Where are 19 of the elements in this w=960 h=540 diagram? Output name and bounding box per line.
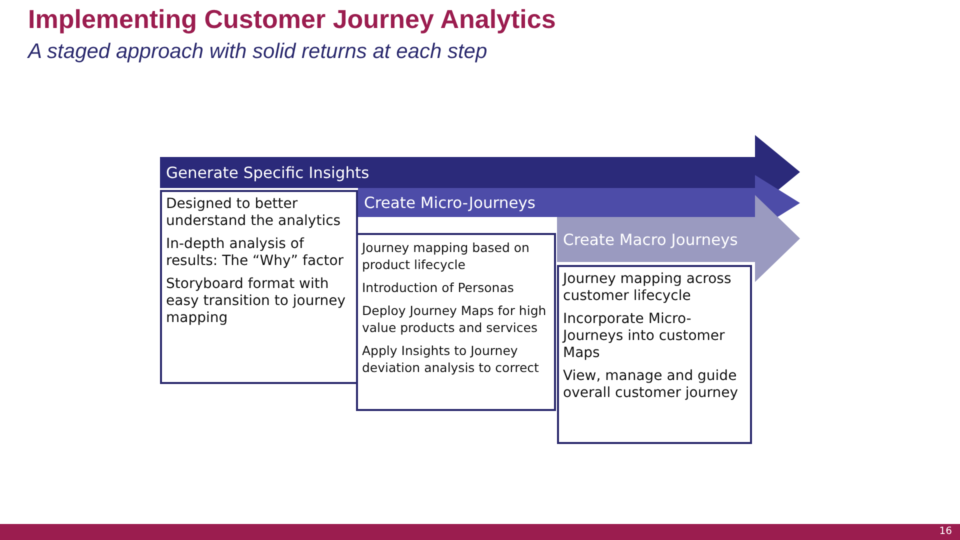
stage-point: Storyboard format with easy transition to journey mapping	[166, 276, 346, 327]
stage-title: Create Micro-Journeys	[364, 192, 536, 214]
stage-title: Generate Specific Insights	[166, 162, 370, 184]
stage-point: Incorporate Micro-Journeys into customer Maps	[563, 311, 726, 362]
stage-point: Deploy Journey Maps for high value products and services	[362, 302, 548, 336]
stage-box	[356, 233, 556, 411]
slide-subtitle: A staged approach with solid returns at each step	[28, 40, 488, 64]
stage-box	[557, 265, 752, 444]
stage-box	[160, 190, 358, 384]
stage-point: Apply Insights to Journey deviation analysis to correct	[362, 342, 540, 376]
stage-point: View, manage and guide overall customer journey	[563, 368, 740, 402]
stage-point: Journey mapping across customer lifecycle	[563, 271, 732, 305]
stage-title: Create Macro Journeys	[563, 230, 738, 250]
slide-title: Implementing Customer Journey Analytics	[28, 4, 556, 35]
page-number: 16	[939, 526, 952, 537]
stage-point: Journey mapping based on product lifecycle	[362, 239, 530, 273]
stage-point: Introduction of Personas	[362, 279, 515, 296]
stage-point: In-depth analysis of results: The “Why” factor	[166, 236, 345, 270]
stage-point: Designed to better understand the analytics	[166, 196, 342, 230]
